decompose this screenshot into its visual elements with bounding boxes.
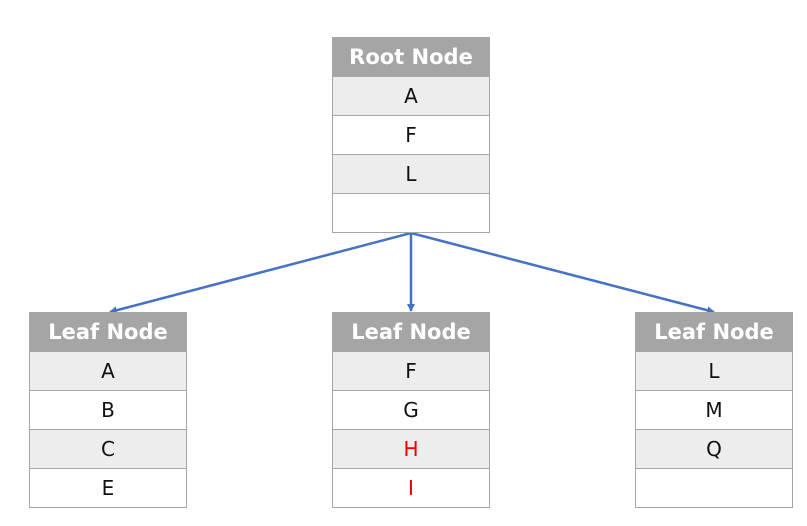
leaf-2-key-2: G	[333, 391, 489, 430]
root-key-1: A	[333, 77, 489, 116]
leaf-node-3-title: Leaf Node	[636, 313, 792, 352]
leaf-1-key-3: C	[30, 430, 186, 469]
leaf-node-3: Leaf Node L M Q	[635, 312, 793, 508]
root-key-3: L	[333, 155, 489, 194]
leaf-node-2-keys: F G H I	[333, 352, 489, 507]
edge-root-to-leaf-3	[410, 231, 715, 315]
leaf-1-key-4: E	[101, 476, 115, 500]
leaf-3-key-4	[636, 469, 792, 507]
leaf-2-key-3: H	[333, 430, 489, 469]
leaf-2-key-1: F	[333, 352, 489, 391]
root-key-4	[333, 194, 489, 232]
leaf-node-1: Leaf Node A B C E	[29, 312, 187, 508]
leaf-3-key-1: L	[636, 352, 792, 391]
leaf-3-key-3: Q	[636, 430, 792, 469]
leaf-node-2: Leaf Node F G H I	[332, 312, 490, 508]
edge-root-to-leaf-1	[109, 231, 412, 315]
leaf-1-key-1: A	[30, 352, 186, 391]
leaf-3-key-2: M	[636, 391, 792, 430]
root-node-keys: A F L	[333, 77, 489, 232]
leaf-node-2-title: Leaf Node	[333, 313, 489, 352]
root-key-2: F	[333, 116, 489, 155]
root-node: Root Node A F L	[332, 37, 490, 233]
leaf-node-1-title: Leaf Node	[30, 313, 186, 352]
leaf-2-key-4: I	[408, 476, 414, 500]
leaf-1-key-2: B	[30, 391, 186, 430]
leaf-node-3-keys: L M Q	[636, 352, 792, 507]
leaf-node-1-keys: A B C E	[30, 352, 186, 507]
root-node-title: Root Node	[333, 38, 489, 77]
